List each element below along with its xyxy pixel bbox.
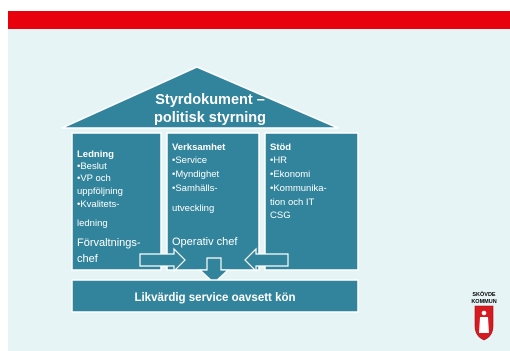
column-verksamhet-heading: Verksamhet bbox=[172, 142, 226, 153]
column-ledning-bullet: ledning bbox=[77, 218, 108, 229]
column-verksamhet-footer: Operativ chef bbox=[172, 236, 238, 248]
column-ledning-bullet: •VP och bbox=[77, 173, 111, 184]
roof-shape bbox=[61, 66, 339, 129]
roof-title-line2: politisk styrning bbox=[154, 110, 266, 126]
column-ledning bbox=[71, 132, 162, 271]
column-verksamhet-bullet: •Service bbox=[172, 155, 207, 166]
column-stod-bullet: •HR bbox=[270, 155, 287, 166]
column-ledning-footer: chef bbox=[77, 253, 99, 265]
column-ledning-heading: Ledning bbox=[77, 149, 114, 160]
column-verksamhet-bullet: utveckling bbox=[172, 203, 214, 214]
column-ledning-bullet: •Kvalitets- bbox=[77, 199, 119, 210]
column-stod-bullet: •Kommunika- bbox=[270, 183, 327, 194]
column-ledning-bullet: uppföljning bbox=[77, 186, 123, 197]
column-ledning-footer: Förvaltnings- bbox=[77, 237, 141, 249]
logo-text-line1: SKÖVDE bbox=[472, 291, 496, 298]
logo-figure-head-icon bbox=[481, 310, 487, 316]
arrow-left bbox=[244, 247, 289, 273]
column-stod-bullet: tion och IT bbox=[270, 197, 315, 208]
header-band bbox=[8, 11, 510, 29]
column-ledning-bullet: •Beslut bbox=[77, 161, 107, 172]
skovde-kommun-logo: SKÖVDE KOMMUN bbox=[471, 291, 497, 341]
roof-title-line1: Styrdokument – bbox=[155, 92, 265, 108]
base-label: Likvärdig service oavsett kön bbox=[134, 292, 295, 304]
column-verksamhet bbox=[166, 132, 260, 271]
arrow-right bbox=[139, 247, 186, 273]
arrow-down bbox=[198, 257, 230, 284]
column-stod bbox=[264, 132, 359, 271]
column-stod-bullet: •Ekonomi bbox=[270, 169, 310, 180]
logo-text-line2: KOMMUN bbox=[471, 299, 496, 305]
column-verksamhet-bullet: •Myndighet bbox=[172, 169, 220, 180]
column-stod-bullet: CSG bbox=[270, 210, 291, 221]
logo-figure-body-icon bbox=[479, 317, 489, 333]
column-verksamhet-bullet: •Samhälls- bbox=[172, 183, 218, 194]
column-stod-heading: Stöd bbox=[270, 142, 291, 153]
base-bar bbox=[71, 279, 359, 313]
